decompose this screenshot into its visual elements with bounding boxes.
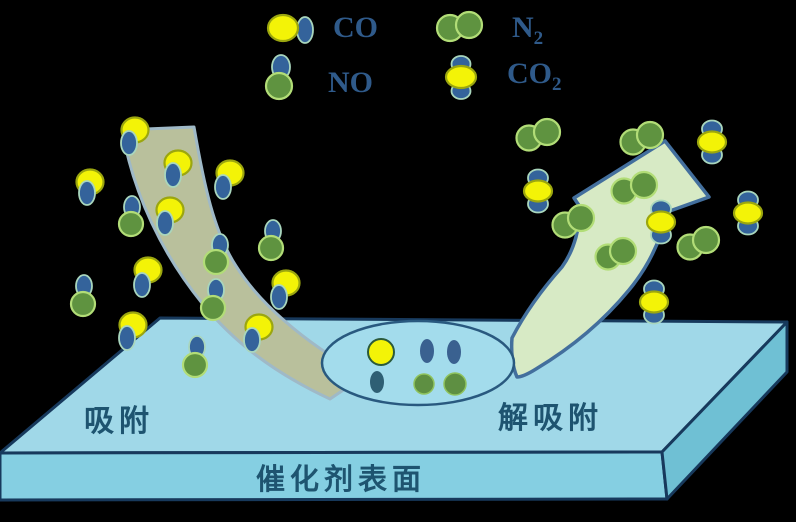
molecule-co (120, 116, 150, 156)
molecule-co (163, 149, 193, 188)
adsorbed-blue-atom (420, 339, 434, 363)
molecule-co2 (522, 168, 554, 214)
blue-atom (156, 210, 174, 236)
molecule-co2 (732, 190, 764, 236)
molecule-n2 (515, 117, 562, 152)
green-atom (181, 351, 209, 379)
legend-molecule-no (264, 54, 294, 101)
blue-atom (296, 16, 314, 44)
adsorption-label: 吸附 (84, 405, 154, 438)
molecule-n2 (619, 120, 665, 156)
blue-atom (270, 284, 288, 310)
yellow-atom (444, 64, 478, 90)
catalyst-surface-label: 催化剂表面 (255, 464, 426, 496)
green-atom (264, 71, 294, 101)
green-atom (635, 120, 665, 150)
molecule-no (257, 219, 285, 262)
slab-side-face (660, 320, 789, 501)
molecule-no (199, 278, 227, 322)
molecule-n2 (594, 236, 638, 271)
yellow-atom (645, 210, 677, 234)
blue-atom (120, 130, 138, 156)
molecule-co (270, 269, 301, 310)
green-atom (257, 234, 285, 262)
green-atom (608, 236, 638, 266)
legend-label-co2: CO2 (507, 57, 562, 95)
yellow-atom (696, 130, 728, 154)
yellow-atom (732, 201, 764, 225)
green-atom (691, 225, 721, 255)
legend-label-no-text: NO (328, 66, 373, 99)
legend-molecule-co (266, 13, 314, 44)
blue-atom (78, 180, 96, 206)
molecule-co2 (645, 199, 677, 245)
green-atom (202, 248, 230, 276)
molecule-co (133, 256, 163, 298)
molecule-no (69, 274, 97, 318)
molecule-co2 (638, 279, 670, 325)
green-atom (199, 294, 227, 322)
molecule-no (202, 233, 230, 276)
legend-molecules (264, 10, 484, 101)
adsorbed-teal-atom (370, 371, 384, 393)
molecule-no (181, 335, 209, 379)
molecule-co2 (696, 119, 728, 165)
blue-atom (118, 325, 136, 351)
desorption-label: 解吸附 (498, 402, 603, 435)
surface-reaction-ellipse (320, 319, 516, 407)
adsorbed-yellow-atom (367, 338, 395, 366)
molecule-n2 (551, 203, 596, 239)
green-atom (69, 290, 97, 318)
legend-label-n2-sub: 2 (533, 28, 544, 49)
blue-atom (164, 162, 182, 188)
legend-molecule-n2 (435, 10, 484, 43)
legend-label-n2-text: N (512, 11, 534, 44)
legend-label-co-text: CO (333, 11, 378, 44)
blue-atom (133, 272, 151, 298)
adsorbed-blue-atom (447, 340, 461, 364)
legend-molecule-co2 (444, 55, 478, 100)
molecule-co (155, 196, 185, 236)
legend-label-co2-sub: 2 (552, 74, 562, 95)
blue-atom (243, 327, 261, 353)
molecule-co (118, 311, 148, 351)
molecule-no (117, 195, 145, 238)
legend-label-co: CO (333, 13, 378, 48)
molecule-co (243, 313, 274, 353)
green-atom (629, 170, 659, 200)
molecule-n2 (610, 170, 659, 205)
yellow-atom (522, 179, 554, 203)
yellow-atom (638, 290, 670, 314)
blue-atom (214, 174, 232, 200)
legend-label-n2: N2 (512, 11, 544, 49)
legend-label-co2-text: CO (507, 57, 552, 90)
adsorbed-green-atom (443, 372, 467, 396)
adsorbed-green-atom (413, 373, 435, 395)
molecule-n2 (676, 225, 721, 261)
green-atom (117, 210, 145, 238)
green-atom (566, 203, 596, 233)
green-atom (454, 10, 484, 40)
molecules (69, 116, 764, 379)
yellow-atom (266, 13, 300, 43)
molecule-co (75, 168, 105, 206)
legend-label-no: NO (328, 68, 373, 103)
green-atom (532, 117, 562, 147)
molecule-co (214, 159, 245, 200)
